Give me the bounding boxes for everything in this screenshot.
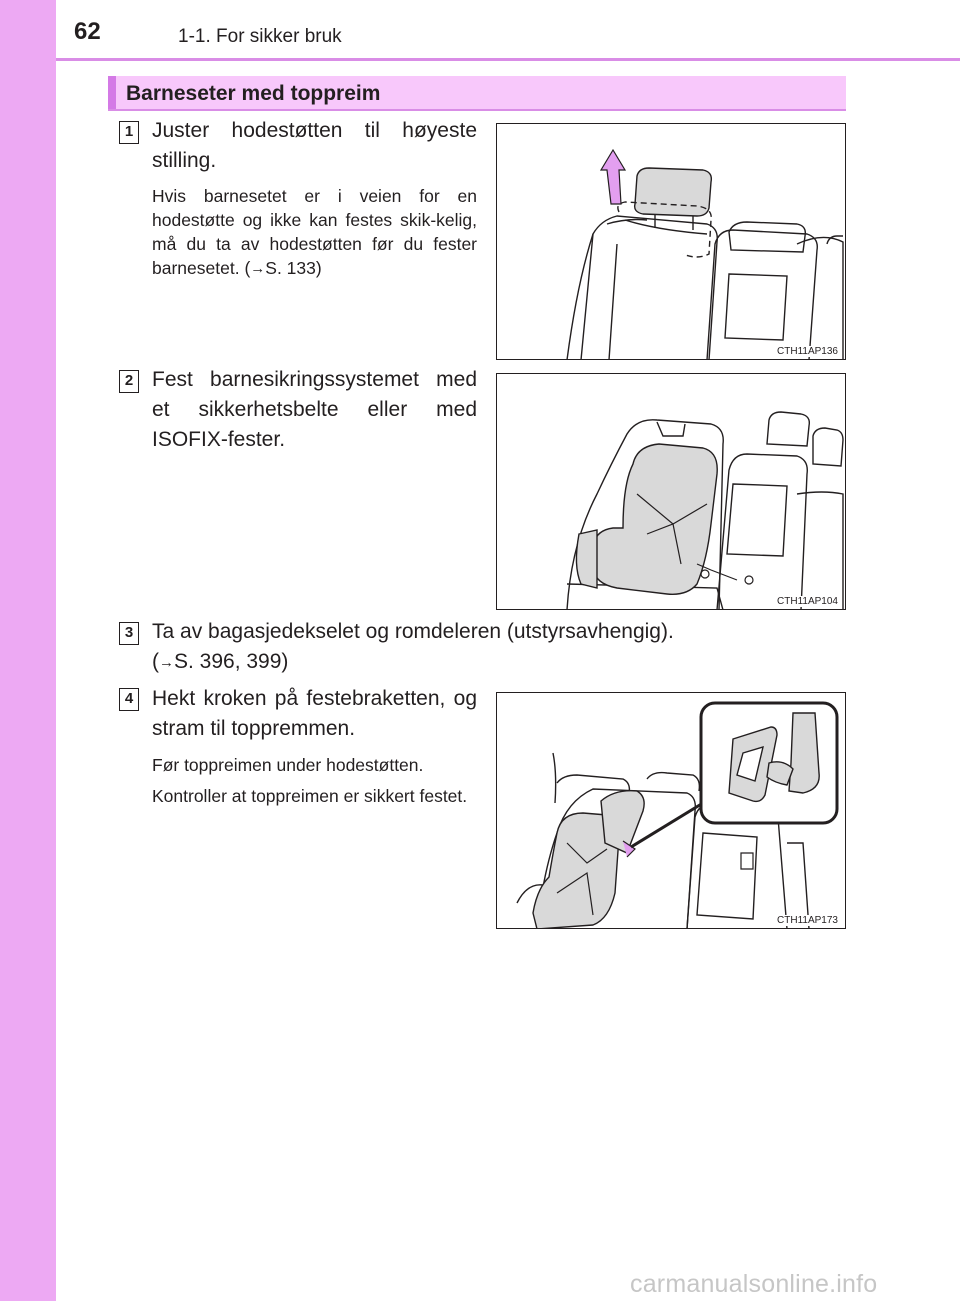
heading-box — [108, 76, 846, 109]
step-3-text: Ta av bagasjedekselet og romdeleren (uts… — [152, 620, 674, 673]
step-2-text: Fest barnesikringssystemet med et sikker… — [152, 368, 477, 451]
section-title: 1-1. For sikker bruk — [178, 26, 342, 47]
step-1-page-ref[interactable]: S. 133) — [265, 258, 322, 278]
headrest-illustration — [566, 148, 844, 359]
step-number-2: 2 — [119, 370, 139, 393]
figure-code: CTH11AP104 — [775, 596, 840, 607]
page-number: 62 — [74, 18, 101, 45]
step-1-note-text: Hvis barnesetet er i veien for en hodest… — [152, 186, 477, 278]
figure-code: CTH11AP173 — [775, 915, 840, 926]
arrow-right-icon: → — [159, 654, 174, 671]
page-sidebar-tab — [0, 0, 56, 1301]
step-1-note: Hvis barnesetet er i veien for en hodest… — [152, 186, 477, 278]
arrow-right-icon: → — [250, 260, 266, 277]
step-3-text-body: Ta av bagasjedekselet og romdeleren (uts… — [152, 620, 674, 643]
tether-hook-illustration — [516, 701, 839, 928]
header-rule — [56, 58, 960, 61]
step-number-3: 3 — [119, 622, 139, 645]
figure-child-seat-install: CTH11AP104 — [496, 373, 846, 610]
watermark: carmanualsonline.info — [630, 1270, 878, 1298]
heading-title: Barneseter med toppreim — [126, 82, 381, 105]
figure-code: CTH11AP136 — [775, 346, 840, 357]
up-arrow-icon — [599, 148, 627, 205]
step-number-4: 4 — [119, 688, 139, 711]
heading-underline — [108, 109, 846, 111]
figure-headrest-raise: CTH11AP136 — [496, 123, 846, 360]
step-4-note-2: Kontroller at toppreimen er sikkert fest… — [152, 786, 468, 806]
child-seat-illustration — [566, 411, 844, 609]
step-1-text: Juster hodestøtten til høyeste stilling. — [152, 119, 477, 172]
step-4-note-1: Før toppreimen under hodestøtten. — [152, 755, 424, 775]
step-3-page-ref[interactable]: S. 396, 399) — [174, 650, 289, 673]
step-number-1: 1 — [119, 121, 139, 144]
figure-tether-hook: CTH11AP173 — [496, 692, 846, 929]
step-4-text: Hekt kroken på festebraketten, og stram … — [152, 687, 477, 740]
